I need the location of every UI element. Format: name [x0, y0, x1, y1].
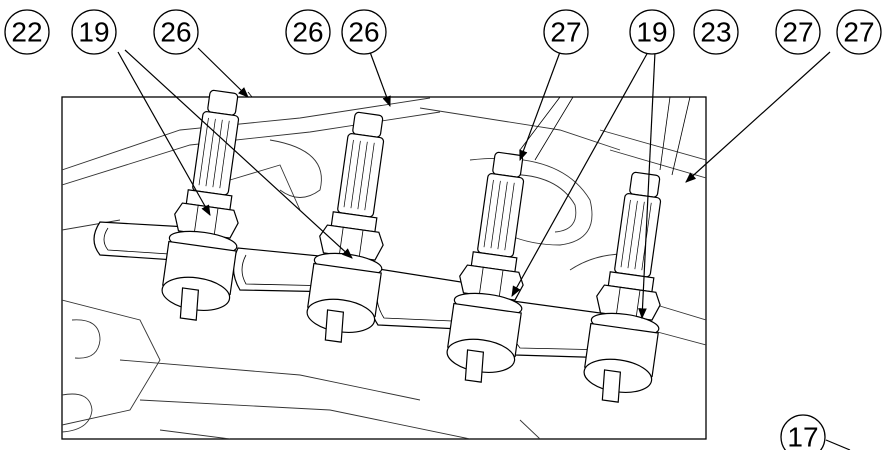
injector-assembly-2: [306, 111, 385, 343]
callout-label: 26: [292, 17, 323, 48]
callout-26: 26: [341, 9, 387, 55]
leader-19-c: [511, 51, 649, 297]
leader-26-b: [369, 51, 391, 108]
injector-assembly-4: [583, 171, 662, 403]
fuel-pipes: [247, 91, 691, 176]
leader-26-a: [197, 47, 249, 98]
callout-27: 27: [775, 9, 821, 55]
callout-label: 23: [700, 17, 731, 48]
leader-19-b: [124, 49, 353, 259]
callout-label: 26: [160, 17, 191, 48]
callout-label: 27: [782, 17, 813, 48]
leader-27-a: [519, 51, 561, 162]
injector-assembly-3: [446, 151, 525, 383]
callout-label: 27: [843, 17, 874, 48]
callout-17: 17: [780, 414, 826, 450]
callout-26: 26: [153, 9, 199, 55]
callout-27: 27: [543, 9, 589, 55]
callout-bubbles: 22 19 26 26 26 27 19 23 27 27 17: [4, 9, 882, 450]
callout-26: 26: [285, 9, 331, 55]
callout-label: 19: [636, 17, 667, 48]
leader-17: [825, 439, 851, 450]
callout-label: 17: [787, 422, 818, 450]
injector-assembly-1: [161, 89, 240, 321]
leader-lines: [117, 47, 851, 450]
callout-22: 22: [4, 9, 50, 55]
callout-label: 26: [348, 17, 379, 48]
callout-label: 19: [78, 17, 109, 48]
callout-27: 27: [836, 9, 882, 55]
callout-label: 22: [11, 17, 42, 48]
leader-19-d: [638, 51, 656, 320]
leader-19-a: [117, 51, 211, 216]
callout-23: 23: [693, 9, 739, 55]
callout-19: 19: [71, 9, 117, 55]
callout-19: 19: [629, 9, 675, 55]
leader-27-b: [685, 51, 831, 183]
callout-label: 27: [550, 17, 581, 48]
